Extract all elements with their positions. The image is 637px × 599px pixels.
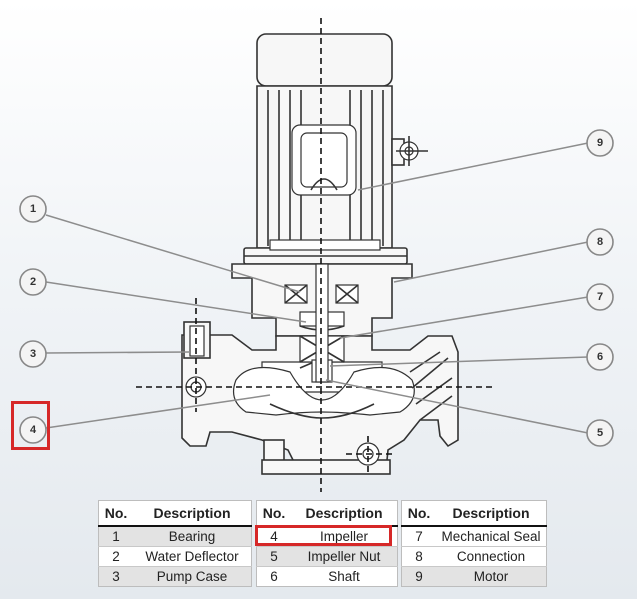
table-row: 1 Bearing (98, 525, 252, 547)
part-description: Impeller Nut (291, 546, 398, 567)
motor-side-boss (391, 136, 428, 166)
callout-3-number: 3 (30, 348, 36, 360)
table-row: 7 Mechanical Seal (401, 525, 547, 547)
table-header-row: No. Description (256, 500, 398, 527)
header-description: Description (291, 500, 398, 527)
header-no: No. (401, 500, 436, 527)
part-description: Motor (436, 566, 547, 587)
part-description: Mechanical Seal (436, 525, 547, 547)
table-row: 8 Connection (401, 546, 547, 567)
part-number: 1 (98, 525, 133, 547)
centerlines (136, 18, 496, 492)
table-header-row: No. Description (401, 500, 547, 527)
table-row: 6 Shaft (256, 566, 398, 587)
part-number: 7 (401, 525, 436, 547)
part-number: 2 (98, 546, 133, 567)
part-number: 6 (256, 566, 291, 587)
table-row: 9 Motor (401, 566, 547, 587)
header-description: Description (436, 500, 547, 527)
callout-4-highlight (11, 401, 50, 450)
callout-1-number: 1 (30, 203, 36, 215)
callout-5-number: 5 (597, 427, 603, 439)
table-header-row: No. Description (98, 500, 252, 527)
part-number: 8 (401, 546, 436, 567)
part-description: Pump Case (133, 566, 252, 587)
part-description: Water Deflector (133, 546, 252, 567)
motor-drawing (243, 33, 408, 265)
leader-lines (45, 142, 589, 434)
part-description: Bearing (133, 525, 252, 547)
callout-5: 5 (586, 419, 614, 447)
impeller-row-highlight (255, 525, 392, 546)
table-row: 3 Pump Case (98, 566, 252, 587)
callout-7-number: 7 (597, 291, 603, 303)
part-number: 9 (401, 566, 436, 587)
table-row: 2 Water Deflector (98, 546, 252, 567)
callout-3: 3 (19, 340, 47, 368)
callout-2: 2 (19, 268, 47, 296)
part-number: 3 (98, 566, 133, 587)
callout-4-number: 4 (30, 424, 37, 436)
header-description: Description (133, 500, 252, 527)
callout-1: 1 (19, 195, 47, 223)
callout-8-number: 8 (597, 236, 603, 248)
header-no: No. (98, 500, 133, 527)
callout-9: 9 (586, 129, 614, 157)
part-description: Shaft (291, 566, 398, 587)
callout-6-number: 6 (597, 351, 603, 363)
parts-table-right: No. Description 7 Mechanical Seal 8 Conn… (401, 500, 547, 587)
part-number: 5 (256, 546, 291, 567)
table-row: 5 Impeller Nut (256, 546, 398, 567)
pump-cross-section-diagram: 1 2 3 4 5 6 7 8 9 (19, 18, 614, 492)
callout-4: 4 (19, 416, 47, 444)
callout-9-number: 9 (597, 137, 603, 149)
header-no: No. (256, 500, 291, 527)
shaft (315, 263, 329, 383)
parts-table-left: No. Description 1 Bearing 2 Water Deflec… (98, 500, 252, 587)
callout-7: 7 (586, 283, 614, 311)
callout-8: 8 (586, 228, 614, 256)
callout-2-number: 2 (30, 276, 36, 288)
part-description: Connection (436, 546, 547, 567)
callout-6: 6 (586, 343, 614, 371)
